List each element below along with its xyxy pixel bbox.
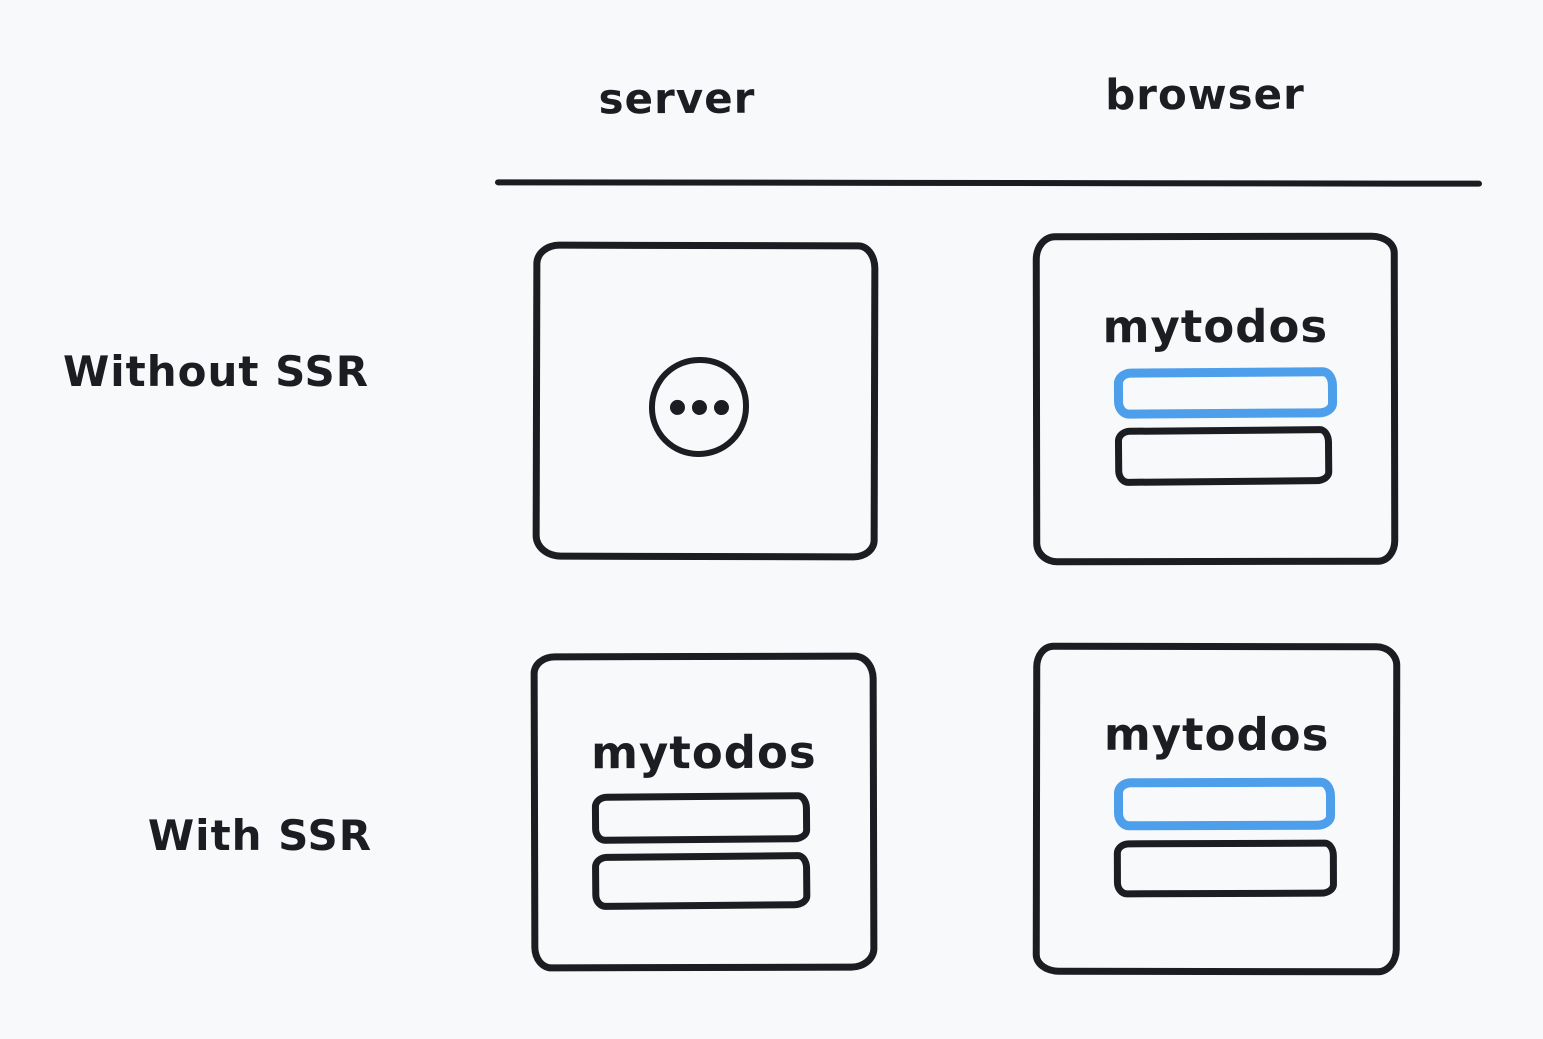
ellipsis-circle-icon <box>648 356 750 458</box>
app-title: mytodos <box>590 725 817 780</box>
cell-with-ssr-browser: mytodos <box>1032 642 1401 976</box>
todo-item-plain <box>1113 839 1337 898</box>
column-header-browser: browser <box>1105 69 1305 120</box>
row-label-without-ssr: Without SSR <box>62 347 370 396</box>
cell-without-ssr-server <box>532 241 879 561</box>
ellipsis-dot <box>691 399 707 415</box>
header-divider-line <box>494 179 1483 187</box>
todo-item-plain <box>591 852 811 910</box>
todo-item-highlighted <box>1113 367 1338 419</box>
cell-without-ssr-browser: mytodos <box>1032 232 1399 566</box>
cell-with-ssr-server: mytodos <box>530 652 878 972</box>
todo-item-plain <box>591 792 811 844</box>
todo-item-highlighted <box>1113 777 1336 831</box>
app-title: mytodos <box>1102 299 1329 354</box>
ellipsis-dot <box>713 399 729 415</box>
row-label-with-ssr: With SSR <box>147 811 373 860</box>
column-header-server: server <box>598 73 756 124</box>
app-title: mytodos <box>1103 707 1330 762</box>
ellipsis-dot <box>669 399 685 415</box>
todo-item-plain <box>1114 426 1333 486</box>
